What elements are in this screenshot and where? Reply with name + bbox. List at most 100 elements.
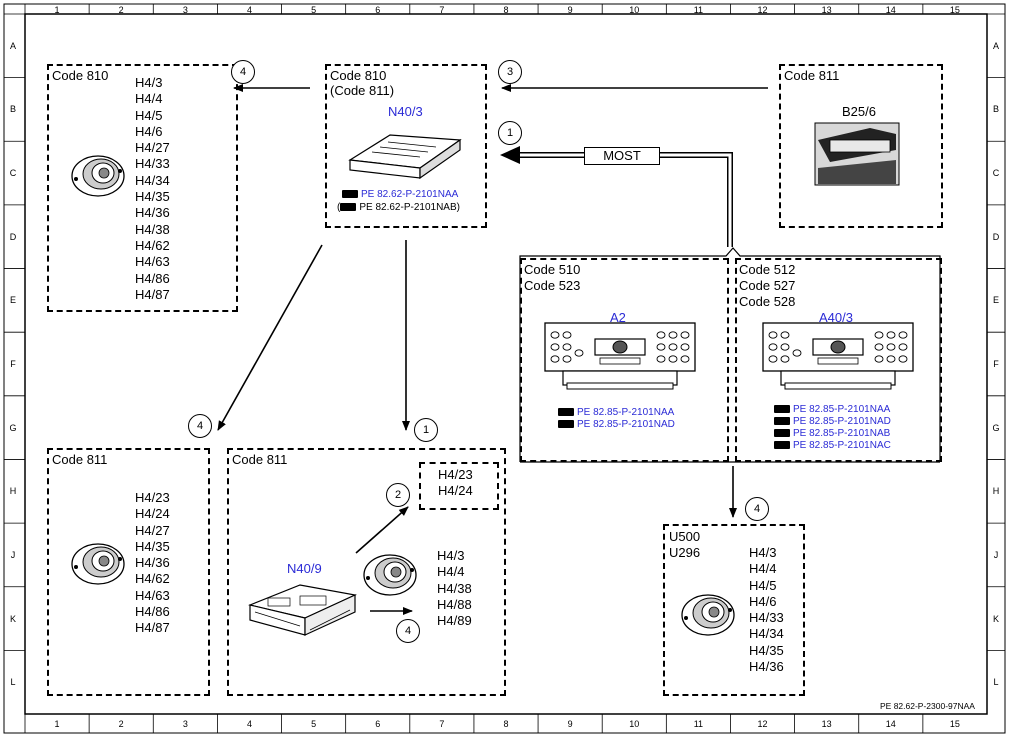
connector-item: H4/5 — [135, 107, 163, 123]
connector-item: H4/5 — [749, 577, 777, 593]
ruler-row-label: K — [9, 613, 16, 624]
reference-link[interactable]: PE 82.85-P-2101NAA — [774, 404, 890, 416]
reference-link[interactable]: PE 82.85-P-2101NAD — [774, 416, 891, 428]
figure-reference: PE 82.62-P-2300-97NAA — [880, 701, 975, 711]
ruler-row-label: G — [9, 422, 17, 433]
head-unit-a2-icon — [544, 322, 696, 390]
connector-item: H4/88 — [437, 596, 472, 612]
ruler-row-label: B — [9, 104, 16, 115]
connector-item: H4/27 — [135, 140, 170, 156]
callout-marker: 1 — [414, 418, 438, 442]
connector-item: H4/36 — [749, 659, 784, 675]
connector-item: H4/86 — [135, 270, 170, 286]
pointing-hand-icon — [774, 417, 790, 426]
box-top-right — [779, 64, 943, 228]
ruler-column-label: 11 — [693, 719, 704, 729]
speaker-icon — [681, 594, 735, 636]
code-label: Code 527 — [739, 278, 796, 293]
connector-item: H4/35 — [135, 538, 170, 554]
code-label: Code 510 — [524, 262, 581, 277]
reference-text: PE 82.62-P-2101NAB) — [359, 202, 460, 213]
ruler-column-label: 6 — [375, 719, 381, 729]
reference-link[interactable]: PE 82.85-P-2101NAC — [774, 440, 891, 452]
connector-item: H4/87 — [135, 286, 170, 302]
code-label: Code 811 — [232, 452, 288, 467]
connector-item: H4/34 — [135, 172, 170, 188]
speaker-icon — [71, 543, 125, 585]
ruler-column-label: 2 — [118, 5, 124, 15]
ruler-row-label: D — [992, 231, 1000, 242]
ruler-column-label: 7 — [439, 5, 445, 15]
code-label: U500 — [669, 529, 701, 544]
ruler-column-label: 12 — [757, 5, 768, 15]
pointing-hand-icon — [340, 203, 357, 212]
ruler-column-label: 9 — [567, 5, 573, 15]
ruler-column-label: 14 — [885, 719, 896, 729]
connector-item: H4/24 — [135, 506, 170, 522]
connector-item: H4/36 — [135, 555, 170, 571]
reference-text: PE 82.85-P-2101NAA — [793, 404, 891, 415]
code-label: Code 811 — [52, 452, 108, 467]
ruler-row-label: K — [992, 613, 999, 624]
reference-link[interactable]: PE 82.85-P-2101NAD — [558, 419, 675, 431]
callout-marker: 4 — [745, 497, 769, 521]
ruler-column-label: 12 — [757, 719, 768, 729]
ruler-column-label: 15 — [949, 719, 960, 729]
code-label: Code 811 — [784, 68, 840, 83]
pointing-hand-icon — [558, 420, 574, 429]
connector-item: H4/35 — [749, 642, 784, 658]
callout-marker: 3 — [498, 60, 522, 84]
reference-link[interactable]: PE 82.62-P-2101NAA — [342, 189, 458, 201]
box-top-left — [47, 64, 238, 312]
ruler-row-label: A — [992, 40, 999, 51]
reference-link[interactable]: PE 82.85-P-2101NAB — [774, 428, 890, 440]
connector-item: H4/33 — [135, 156, 170, 172]
code-label: Code 512 — [739, 262, 796, 277]
callout-marker: 2 — [386, 483, 410, 507]
reference-text: PE 82.85-P-2101NAB — [793, 428, 891, 439]
b25-6-image-icon — [814, 122, 900, 186]
pointing-hand-icon — [774, 405, 790, 414]
connector-item: H4/33 — [749, 610, 784, 626]
box-radio-a40-3 — [735, 258, 942, 462]
box-sub-h4-23 — [419, 462, 499, 510]
connector-item: H4/89 — [437, 613, 472, 629]
reference-link[interactable]: ( PE 82.62-P-2101NAB) — [337, 202, 460, 214]
ruler-row-label: H — [992, 486, 1000, 497]
connector-item: H4/62 — [135, 237, 170, 253]
ruler-column-label: 1 — [54, 5, 60, 15]
pointing-hand-icon — [558, 408, 574, 417]
box-bottom-left — [47, 448, 210, 696]
control-unit-n40-9-icon — [248, 584, 357, 636]
ruler-column-label: 9 — [567, 719, 573, 729]
connector-item: H4/24 — [438, 483, 473, 499]
connector-item: H4/63 — [135, 254, 170, 270]
ruler-row-label: B — [992, 104, 999, 115]
reference-text: PE 82.85-P-2101NAD — [577, 419, 675, 430]
pointing-hand-icon — [774, 429, 790, 438]
connector-item: H4/63 — [135, 587, 170, 603]
ruler-column-label: 13 — [821, 5, 832, 15]
code-label: Code 810 — [52, 68, 109, 83]
ruler-row-label: E — [992, 295, 999, 306]
code-label: Code 528 — [739, 294, 796, 309]
most-bus-label: MOST — [584, 147, 660, 165]
speaker-icon — [71, 155, 125, 197]
paren: ( — [337, 202, 341, 213]
connector-item: H4/38 — [135, 221, 170, 237]
reference-link[interactable]: PE 82.85-P-2101NAA — [558, 407, 674, 419]
connector-item: H4/3 — [437, 548, 465, 563]
ruler-row-label: L — [10, 677, 16, 688]
ruler-column-label: 15 — [949, 5, 960, 15]
connector-item: H4/62 — [135, 571, 170, 587]
connector-item: H4/36 — [135, 205, 170, 221]
connector-item: H4/4 — [749, 561, 777, 577]
callout-marker: 1 — [498, 121, 522, 145]
code-label: Code 810 — [330, 68, 387, 83]
ruler-column-label: 7 — [439, 719, 445, 729]
ruler-column-label: 10 — [629, 5, 640, 15]
ruler-column-label: 10 — [629, 719, 640, 729]
